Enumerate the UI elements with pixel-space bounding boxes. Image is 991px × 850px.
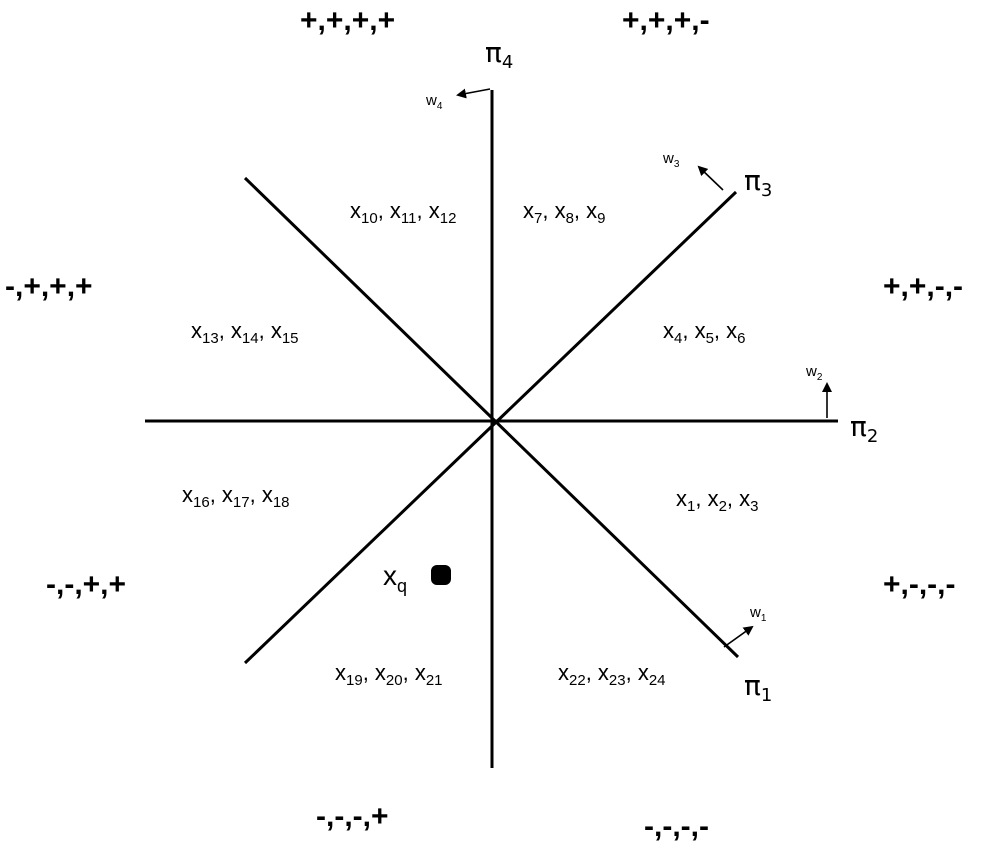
region-points-5: x13, x14, x15 (191, 318, 299, 347)
hyperplane-label-pi1: π1 (744, 669, 772, 706)
region-points-3: x7, x8, x9 (523, 198, 606, 227)
hyperplane-pi1-line (243, 176, 740, 659)
hyperplane-label-pi2: π2 (850, 410, 878, 447)
normal-label-w2: w2 (805, 363, 823, 383)
normal-w4-arrow (456, 88, 491, 99)
region-points-6: x16, x17, x18 (182, 482, 290, 511)
query-point-label: xq (383, 560, 407, 596)
sign-code-left-upper: -,+,+,+ (5, 270, 93, 303)
sign-code-right-lower: +,-,-,- (883, 568, 956, 601)
sign-code-bottom-right: -,-,-,- (644, 810, 709, 843)
sign-code-left-lower: -,-,+,+ (46, 568, 126, 601)
query-point-marker (431, 565, 451, 585)
normal-w1-arrow (723, 625, 754, 648)
normal-label-w4: w4 (425, 92, 443, 112)
sign-code-bottom-left: -,-,-,+ (316, 800, 389, 833)
normal-w3-arrow (697, 165, 724, 191)
sign-code-right-upper: +,+,-,- (883, 270, 963, 303)
hyperplane-pi3-line (243, 190, 738, 665)
hyperplane-label-pi3: π3 (744, 164, 772, 201)
region-points-7: x19, x20, x21 (335, 660, 443, 689)
normal-label-w1: w1 (749, 604, 767, 624)
region-points-2: x4, x5, x6 (663, 318, 746, 347)
sign-code-top-right: +,+,+,- (622, 4, 710, 37)
region-points-4: x10, x11, x12 (350, 198, 456, 227)
region-points-8: x22, x23, x24 (558, 660, 666, 689)
region-points-1: x1, x2, x3 (676, 486, 759, 515)
hyperplane-label-pi4: π4 (485, 36, 513, 73)
normal-label-w3: w3 (662, 150, 680, 170)
sign-code-top-left: +,+,+,+ (300, 4, 395, 37)
